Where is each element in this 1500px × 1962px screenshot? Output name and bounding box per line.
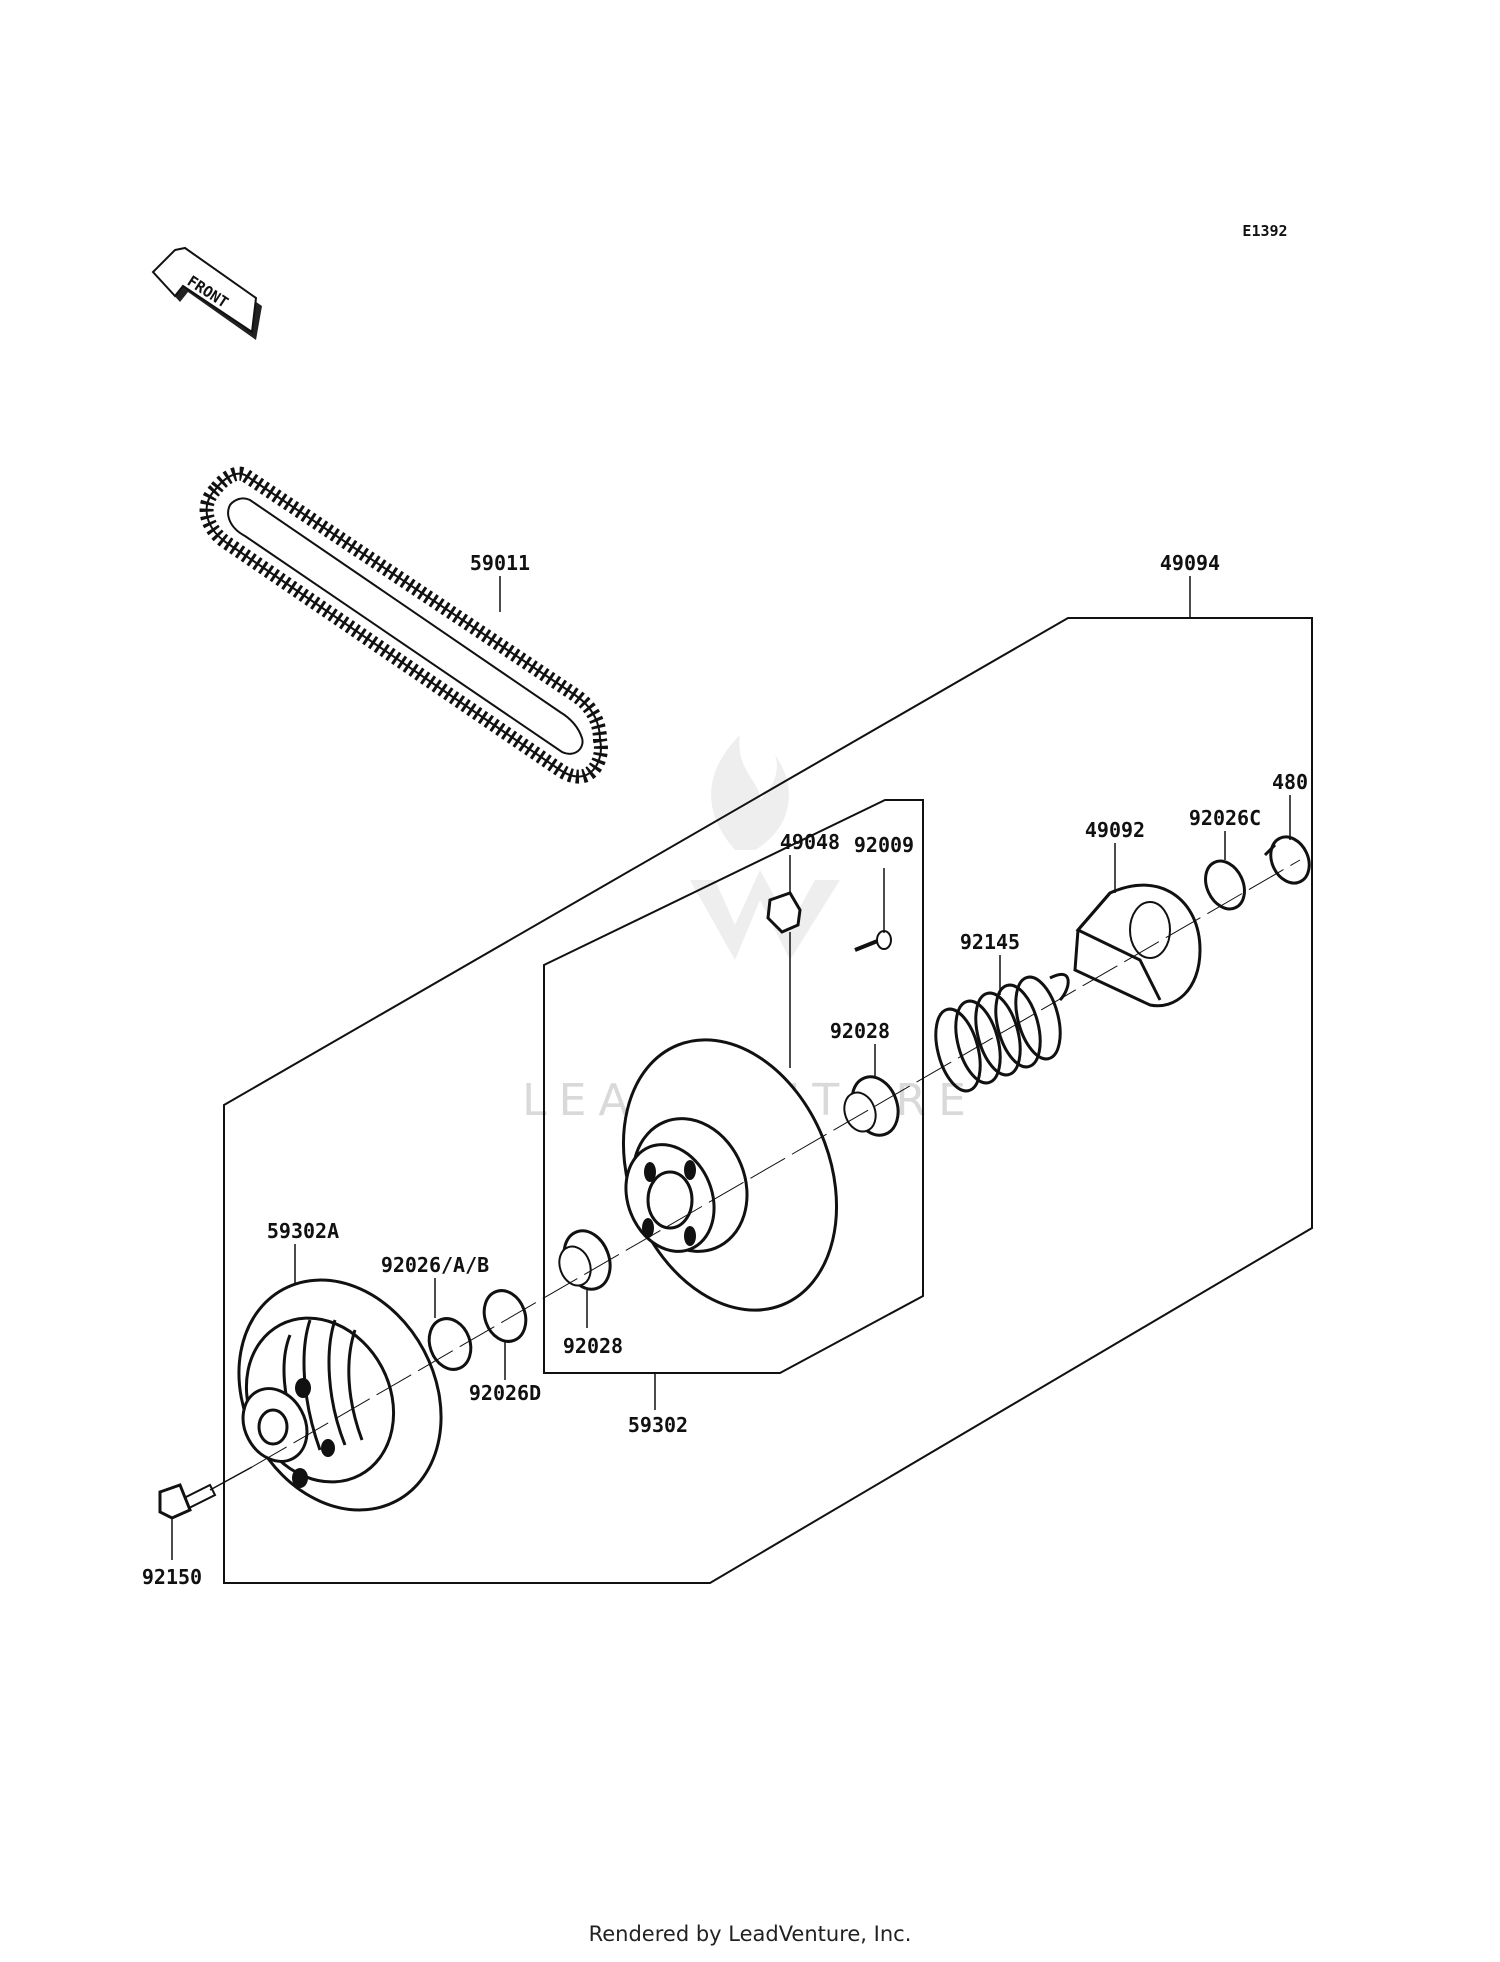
label-92026c: 92026C bbox=[1189, 806, 1261, 830]
label-92009: 92009 bbox=[854, 833, 914, 857]
washer-92026d bbox=[482, 1289, 528, 1343]
footer-credit: Rendered by LeadVenture, Inc. bbox=[588, 1922, 912, 1946]
washer-92026-ab bbox=[427, 1317, 473, 1371]
diagram-code: E1392 bbox=[1242, 222, 1287, 240]
label-92028-lower: 92028 bbox=[563, 1334, 623, 1358]
label-59302: 59302 bbox=[628, 1413, 688, 1437]
circlip-480 bbox=[1263, 835, 1311, 885]
label-92145: 92145 bbox=[960, 930, 1020, 954]
shaft-axis-line bbox=[251, 859, 1301, 1468]
assembly-outline bbox=[223, 617, 1313, 1584]
label-92026-ab: 92026/A/B bbox=[381, 1253, 489, 1277]
screw-92009 bbox=[854, 930, 892, 952]
label-92026d: 92026D bbox=[469, 1381, 541, 1405]
label-49092: 49092 bbox=[1085, 818, 1145, 842]
label-92028-upper: 92028 bbox=[830, 1019, 890, 1043]
watermark-v-icon bbox=[690, 870, 840, 960]
watermark-flame-icon bbox=[711, 735, 789, 850]
label-49048: 49048 bbox=[780, 830, 840, 854]
fixed-sheave bbox=[237, 1278, 443, 1512]
washer-92026c bbox=[1204, 859, 1246, 911]
label-59011: 59011 bbox=[470, 551, 530, 575]
torque-cam-49092 bbox=[1073, 883, 1202, 1008]
bolt-92150 bbox=[158, 1466, 253, 1520]
label-49094: 49094 bbox=[1160, 551, 1220, 575]
drive-belt bbox=[199, 466, 608, 784]
leader-lines bbox=[171, 576, 1291, 1560]
movable-sheave bbox=[621, 1038, 839, 1312]
front-arrow-icon: FRONT bbox=[151, 246, 262, 340]
bushing-92028-lower bbox=[558, 1229, 612, 1291]
slider-49048 bbox=[766, 891, 802, 934]
spring-92145 bbox=[934, 972, 1070, 1093]
label-92150: 92150 bbox=[142, 1565, 202, 1589]
subassembly-outline bbox=[543, 799, 924, 1374]
label-59302a: 59302A bbox=[267, 1219, 339, 1243]
label-480: 480 bbox=[1272, 770, 1308, 794]
